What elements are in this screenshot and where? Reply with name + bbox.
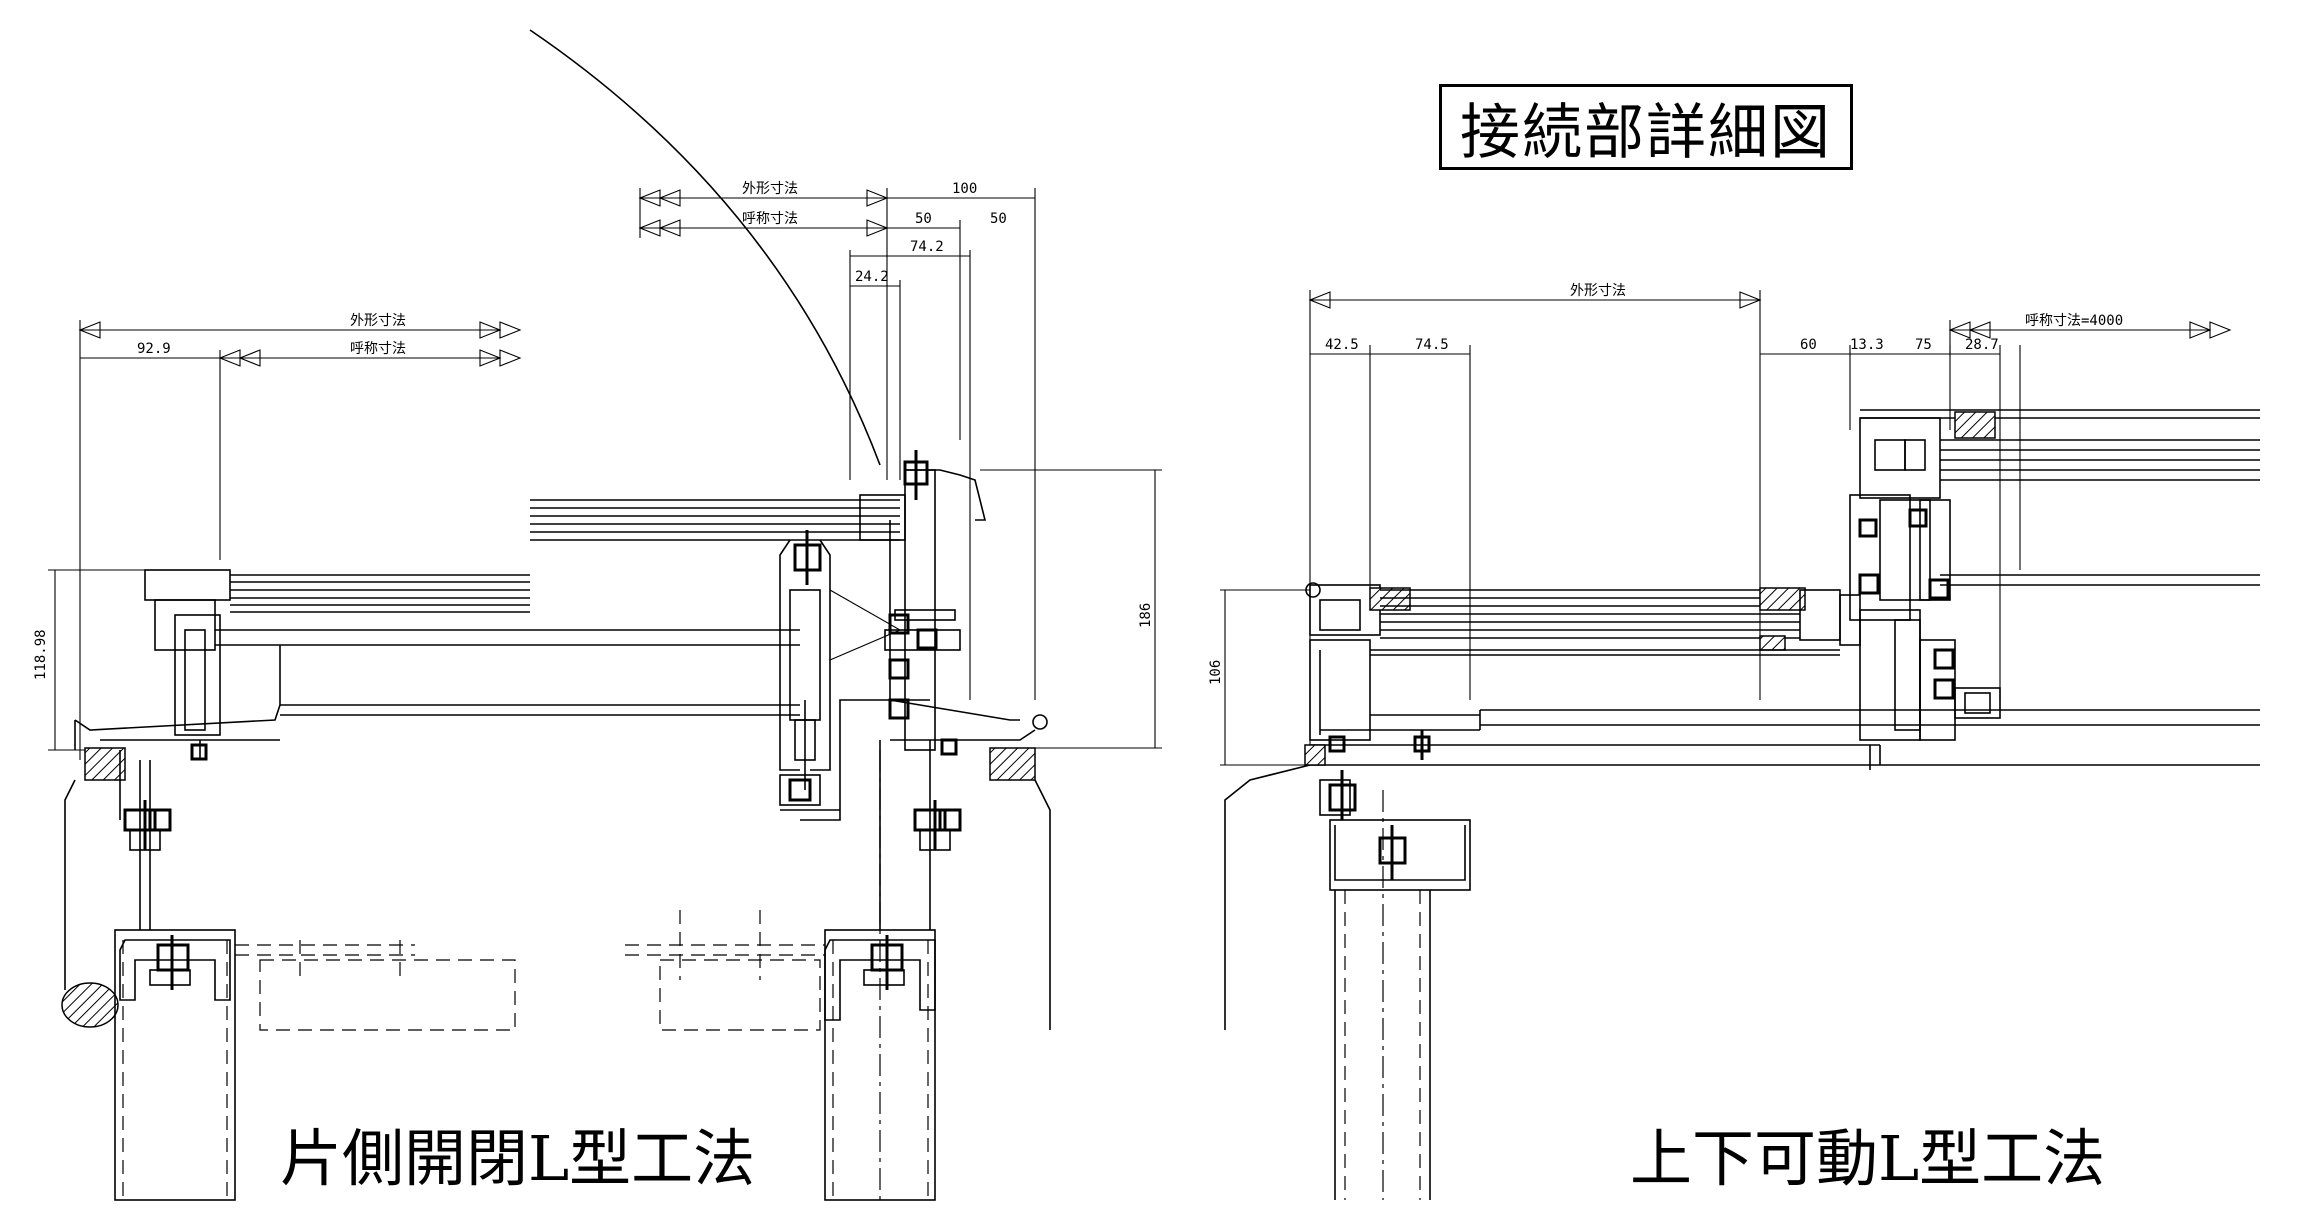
dim-28-7: 28.7 xyxy=(1965,337,1999,353)
right-lower-panel xyxy=(1305,582,2260,766)
left-caption: 片側開閉L型工法 xyxy=(280,1122,756,1195)
right-upper-panel xyxy=(1849,409,2260,770)
dim-13-3: 13.3 xyxy=(1850,337,1884,353)
dim-75: 75 xyxy=(1915,337,1932,353)
dim-24-2: 24.2 xyxy=(855,269,889,285)
right-dimensions xyxy=(1220,290,2232,766)
dim-186: 186 xyxy=(1138,603,1154,628)
left-side-dimensions xyxy=(48,320,1162,760)
left-detail: 外形寸法 呼称寸法 100 50 50 74.2 24.2 外形寸法 呼称寸法 … xyxy=(33,29,1162,1201)
opening-arc xyxy=(529,29,881,466)
dim-92-9: 92.9 xyxy=(137,341,171,357)
hinge-assembly xyxy=(779,539,930,821)
dim-42-5: 42.5 xyxy=(1325,337,1359,353)
dim-74-5: 74.5 xyxy=(1415,337,1449,353)
dashed-beams xyxy=(235,910,825,1031)
left-bottom-channel xyxy=(114,929,236,1201)
dim-50b: 50 xyxy=(990,211,1007,227)
dim-100: 100 xyxy=(952,181,977,197)
left-glazing-panel xyxy=(144,569,800,736)
label-nominal-right: 呼称寸法=4000 xyxy=(2025,313,2123,329)
dim-74-2: 74.2 xyxy=(910,239,944,255)
right-caption: 上下可動L型工法 xyxy=(1630,1122,2106,1195)
label-nominal-top: 呼称寸法 xyxy=(742,211,798,227)
dim-60: 60 xyxy=(1800,337,1817,353)
label-nominal-left: 呼称寸法 xyxy=(350,341,406,357)
left-sill xyxy=(61,704,281,1028)
dim-50a: 50 xyxy=(915,211,932,227)
dim-118-98: 118.98 xyxy=(33,629,49,680)
drawing-title-box: 接続部詳細図 xyxy=(1439,84,1853,170)
bolt-group-upper xyxy=(793,450,938,720)
dim-106: 106 xyxy=(1208,660,1224,685)
label-outer-top: 外形寸法 xyxy=(742,181,798,197)
right-bottom-support xyxy=(1224,744,1471,1200)
left-top-dimensions xyxy=(638,188,1036,700)
left-upper-panel xyxy=(530,469,987,751)
right-sill xyxy=(879,699,1051,1030)
right-bottom-channel xyxy=(824,750,936,1201)
drawing-title: 接続部詳細図 xyxy=(1460,97,1832,168)
label-outer-left: 外形寸法 xyxy=(350,313,406,329)
right-detail: 外形寸法 呼称寸法=4000 42.5 74.5 60 13.3 75 28.7… xyxy=(1208,283,2260,1200)
label-outer-right: 外形寸法 xyxy=(1570,283,1626,299)
